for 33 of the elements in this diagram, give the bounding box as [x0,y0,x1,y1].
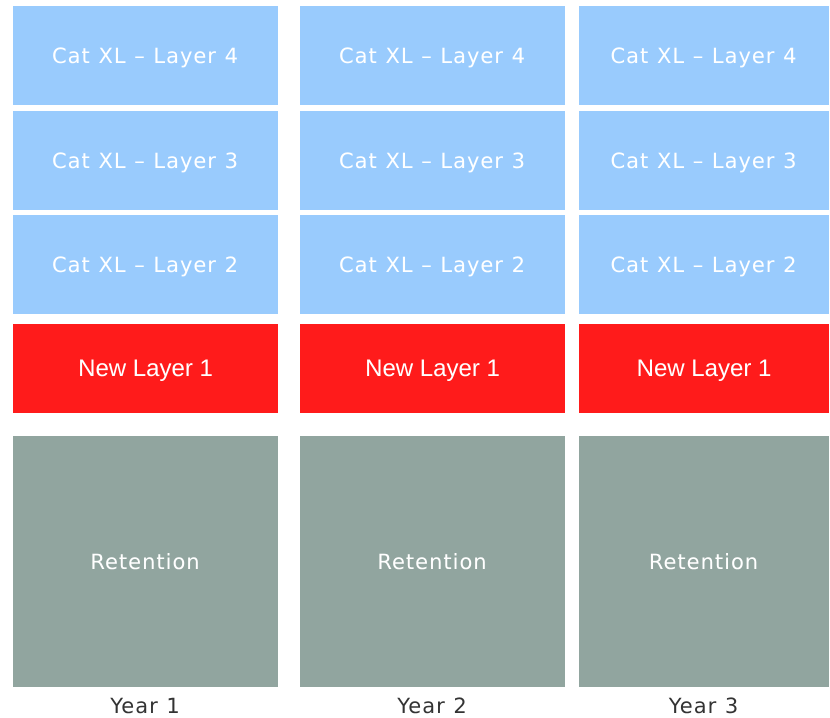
layer-box [579,111,829,210]
layer-box [300,324,565,413]
layer-box [579,6,829,105]
layer-box [13,6,278,105]
layer-label: Cat XL – Layer 4 [339,44,526,68]
layer-label: New Layer 1 [636,354,772,382]
layer-box [300,436,565,687]
column-label: Year 3 [668,694,740,718]
layer-box [13,436,278,687]
layer-label: Cat XL – Layer 4 [610,44,798,68]
layer-box [13,111,278,210]
layer-box [579,215,829,314]
layer-box [13,215,278,314]
layer-label: New Layer 1 [365,354,500,382]
layer-box [13,324,278,413]
layer-box [579,324,829,413]
layer-box [300,6,565,105]
layer-label: Cat XL – Layer 2 [52,252,239,276]
layer-label: Cat XL – Layer 4 [52,44,239,68]
layer-label: Retention [90,550,201,574]
layer-box [579,436,829,687]
layer-label: Cat XL – Layer 3 [52,148,239,172]
layer-label: Cat XL – Layer 2 [610,252,798,276]
layer-label: Cat XL – Layer 3 [339,148,526,172]
column-label: Year 2 [396,694,469,718]
layer-label: Cat XL – Layer 2 [339,252,526,276]
layer-box [300,111,565,210]
column-label: Year 1 [109,694,182,718]
layer-box [300,215,565,314]
layer-label: New Layer 1 [78,354,213,382]
layer-label: Retention [648,550,760,574]
layer-label: Retention [377,550,488,574]
layer-label: Cat XL – Layer 3 [610,148,798,172]
